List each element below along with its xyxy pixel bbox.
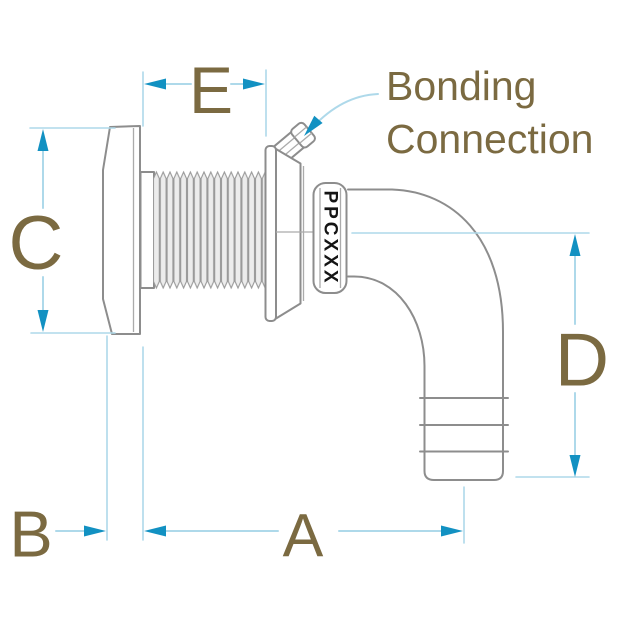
mushroom-flange-head [102,125,141,335]
dim-b [55,335,108,541]
bonding-leader-line [304,93,379,136]
dim-a [142,346,465,544]
elbow-body [347,188,504,481]
dim-d [351,232,590,478]
part-marking-text: PPCXXX [319,190,341,286]
dim-b-label: B [9,497,53,571]
hose-barb-ridges [419,397,509,453]
dim-c-label: C [8,201,64,286]
bonding-connection-label: Bonding Connection [386,63,594,163]
dim-d-label: D [554,317,610,402]
part-marking-band [312,182,348,294]
dim-e [142,69,267,137]
dim-a-label: A [282,501,324,570]
dim-e-label: E [188,53,234,127]
threaded-body [139,170,267,290]
dim-c [29,127,116,334]
locknut [264,145,313,322]
